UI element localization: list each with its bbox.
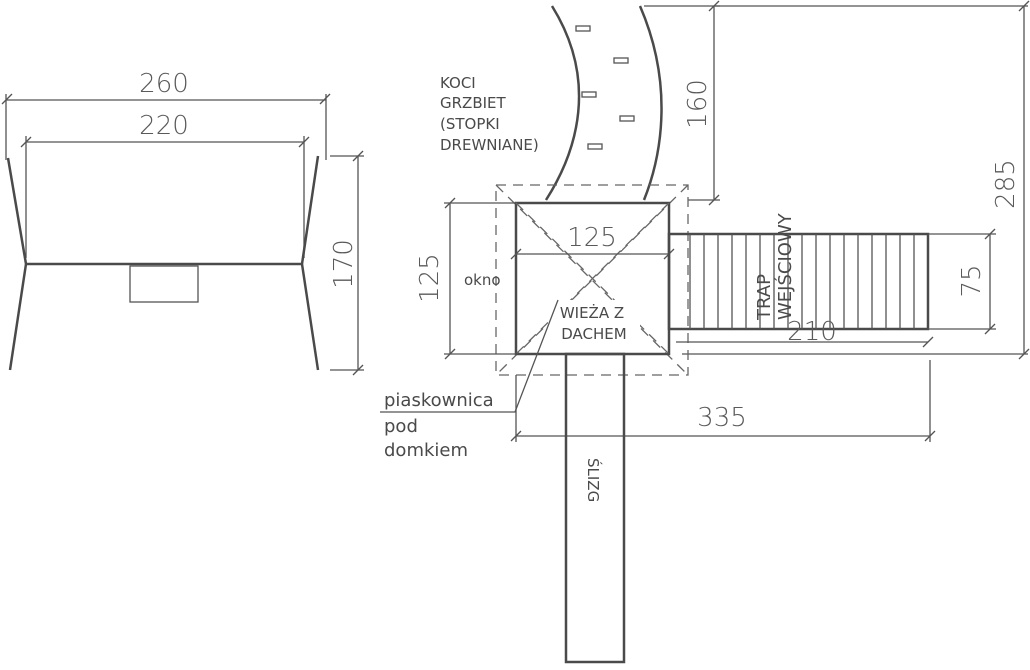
ridge-right-edge xyxy=(638,5,663,201)
tower-label-1: WIEŻA Z xyxy=(560,303,624,322)
sandbox-leader xyxy=(380,299,559,413)
dim-125-depth: 125 xyxy=(415,253,445,303)
ramp-rungs xyxy=(689,234,915,329)
dim-125-width: 125 xyxy=(567,223,617,253)
ridge-left-edge xyxy=(544,5,581,201)
roof-outline xyxy=(495,184,689,376)
ridge-label-3: (STOPKI xyxy=(440,115,500,133)
tower-label-2: DACHEM xyxy=(561,325,626,343)
ramp-label-2: WEJŚCIOWY xyxy=(774,212,796,320)
window-label: okno xyxy=(464,271,501,289)
dim-260: 260 xyxy=(139,69,189,99)
dim-220: 220 xyxy=(139,111,189,141)
dim-285: 285 xyxy=(991,159,1021,209)
ridge-label-2: GRZBIET xyxy=(440,94,507,112)
plan-view: KOCI GRZBIET (STOPKI DREWNIANE) 160 285 … xyxy=(380,0,1030,664)
ridge-label-4: DREWNIANE) xyxy=(440,136,539,154)
sandbox-label-1: piaskownica xyxy=(384,390,494,411)
ridge-label-1: KOCI xyxy=(440,74,476,92)
slide xyxy=(564,352,626,664)
ramp xyxy=(667,232,930,331)
slide-label: ŚLIZG xyxy=(584,458,603,502)
sandbox-label-3: domkiem xyxy=(384,440,468,461)
dim-335: 335 xyxy=(697,403,747,433)
ramp-label-1: TRAP xyxy=(754,274,775,321)
dim-210: 210 xyxy=(787,317,837,347)
dim-75: 75 xyxy=(957,264,987,297)
ridge-footholds xyxy=(575,25,635,150)
dim-160: 160 xyxy=(683,79,713,129)
dim-170: 170 xyxy=(329,239,359,289)
sandbox-label-2: pod xyxy=(384,416,418,437)
side-elevation: 260 220 170 xyxy=(1,69,364,376)
